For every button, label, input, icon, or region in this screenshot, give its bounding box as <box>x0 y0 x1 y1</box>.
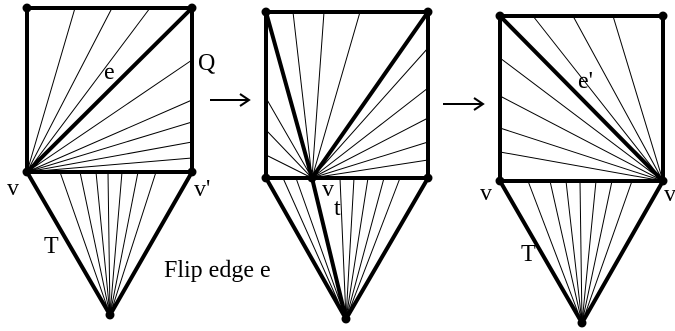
arrow-1 <box>210 93 251 107</box>
panel-3-triangle-fan <box>527 180 633 324</box>
label-t: T <box>44 233 59 259</box>
panel-2-center-edge <box>310 176 348 321</box>
panel-2-left-edge <box>264 10 314 180</box>
panel-2-square-fan <box>265 11 429 179</box>
panel-3-vertex-v <box>495 176 505 186</box>
panel-1-vertex <box>22 3 32 13</box>
panel-1-edge-e <box>25 6 194 174</box>
panel-1-vertex-apex <box>105 310 115 320</box>
label-e: e <box>104 59 115 85</box>
label-v: v <box>322 176 334 202</box>
panel-1-triangle-fan <box>59 171 157 316</box>
panel-3-square <box>498 14 665 183</box>
panel-3-vertex <box>658 11 668 21</box>
panel-2-vertex <box>261 7 271 17</box>
label-v: v <box>7 175 19 201</box>
panel-1: e Q v v' T <box>7 3 215 320</box>
panel-3-vertex-v-prime <box>658 176 668 186</box>
label-v: v <box>480 180 492 206</box>
panel-2-vertex-vt <box>307 173 317 183</box>
panel-2-vertex <box>261 173 271 183</box>
panel-2-triangle-fan <box>282 177 401 320</box>
panel-2-vertex <box>423 7 433 17</box>
panel-3-vertex-apex <box>577 318 587 328</box>
panel-1-vertex-v <box>22 167 32 177</box>
panel-1-square-fan <box>26 7 193 173</box>
panel-2-right-edge <box>310 10 430 180</box>
panel-3-edge-e-prime <box>498 14 665 183</box>
panel-3: e' v v T <box>480 11 675 328</box>
panel-3-vertex <box>495 11 505 21</box>
panel-1-square-q <box>25 6 194 174</box>
panel-3-square-fan <box>499 15 664 182</box>
panel-1-vertex-v-prime <box>187 167 197 177</box>
panel-2-vertex <box>423 173 433 183</box>
caption: Flip edge e <box>164 257 271 283</box>
label-q: Q <box>198 50 215 76</box>
label-t-subscript: t <box>334 195 341 221</box>
label-t: T <box>521 241 536 267</box>
panel-2-vertex-apex <box>341 314 351 324</box>
label-v-prime: v' <box>194 176 210 202</box>
label-e-prime: e' <box>578 68 593 94</box>
panel-2: v t <box>261 7 433 324</box>
label-v-prime: v <box>664 181 675 207</box>
arrow-2 <box>443 97 485 111</box>
panel-2-square <box>264 10 430 180</box>
panel-1-vertex <box>187 3 197 13</box>
